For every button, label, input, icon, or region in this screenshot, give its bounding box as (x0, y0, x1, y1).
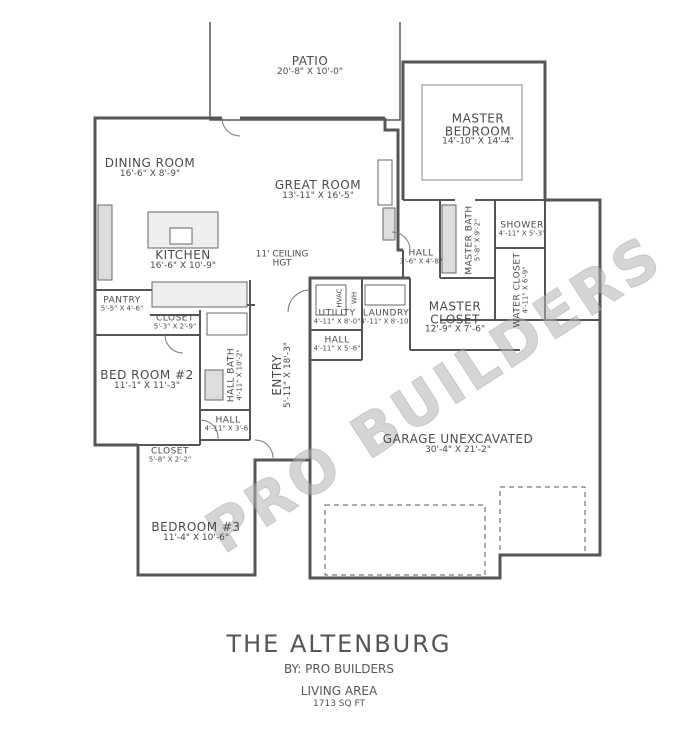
room-laundry: LAUNDRY 4'-11" X 8'-10" (360, 308, 412, 327)
room-dims: 5'-5" X 4'-6" (100, 305, 144, 314)
living-area-label: LIVING AREA (300, 684, 378, 698)
plan-title: THE ALTENBURG (226, 630, 452, 658)
room-dims: 4'-11" X 10'-2" (236, 349, 245, 401)
room-dims: 20'-8" X 10'-0" (277, 66, 343, 77)
room-kitchen: KITCHEN 16'-6" X 10'-9" (150, 249, 216, 271)
room-pantry: PANTRY 5'-5" X 4'-6" (100, 295, 144, 314)
room-water-closet: WATER CLOSET 4'-11" X 6'-9" (513, 252, 531, 327)
fireplace (377, 159, 393, 206)
room-name: MASTER CLOSET (428, 299, 482, 327)
room-name: HALL (324, 335, 350, 346)
room-name: SHOWER (500, 220, 544, 231)
room-name: HALL (408, 248, 434, 259)
room-garage: GARAGE UNEXCAVATED 30'-4" X 21'-2" (383, 433, 533, 455)
room-dims: 4'-11" X 5'-6" (313, 345, 361, 354)
living-area-value: 1713 SQ FT (313, 699, 365, 709)
room-master-closet: MASTER CLOSET 12'-9" X 7'-6" (420, 299, 490, 336)
room-name: DINING ROOM (104, 155, 196, 170)
vanity (204, 369, 224, 401)
equipment-name: HVAC (335, 288, 344, 308)
room-dims: 11'-4" X 10'-6" (163, 532, 229, 543)
note-line: HGT (272, 259, 292, 269)
room-master-bedroom: MASTER BEDROOM 14'-10" X 14'-4" (438, 111, 518, 148)
patio-outline (209, 22, 401, 121)
room-great-room: GREAT ROOM 13'-11" X 16'-5" (275, 179, 361, 201)
room-name: GREAT ROOM (274, 177, 362, 192)
bedroom3-wall (136, 445, 310, 577)
room-dining: DINING ROOM 16'-6" X 8'-9" (105, 157, 195, 179)
room-name: MASTER BEDROOM (444, 111, 512, 139)
ceiling-note: 11' CEILING HGT (255, 249, 309, 270)
room-name: PANTRY (103, 295, 141, 306)
room-dims: 4'-11" X 8'-10" (360, 318, 412, 327)
room-dims: 4'-11" X 5'-3" (498, 230, 546, 239)
room-bedroom-2: BED ROOM #2 11'-1" X 11'-3" (100, 369, 193, 391)
room-hall-bath: HALL BATH 4'-11" X 10'-2" (227, 348, 245, 402)
room-master-bath: MASTER BATH 5'-8" X 9'-2" (465, 205, 483, 274)
room-dims: 5'-8" X 9'-2" (474, 218, 483, 262)
wh-label: WH (344, 292, 361, 304)
equipment-name: WH (350, 291, 359, 305)
room-dims: 4'-11" X 6'-9" (522, 266, 531, 314)
room-hall-utility: HALL 4'-11" X 5'-6" (313, 335, 361, 354)
kitchen-counter (97, 204, 113, 281)
room-patio: PATIO 20'-8" X 10'-0" (277, 55, 343, 77)
room-dims: 13'-11" X 16'-5" (282, 190, 354, 201)
room-hall-bed: HALL 4'-11" X 3'-6" (204, 415, 252, 434)
room-dims: 5'-11" X 18'-3" (282, 342, 293, 408)
room-dims: 5'-8" X 2'-2" (148, 456, 192, 465)
room-hall-master: HALL 3'-6" X 4'-8" (399, 248, 443, 267)
room-name: BEDROOM #3 (151, 519, 241, 534)
room-closet-bed3: CLOSET 5'-8" X 2'-2" (148, 446, 192, 465)
room-name: HALL (215, 415, 241, 426)
room-shower: SHOWER 4'-11" X 5'-3" (498, 220, 546, 239)
room-name: ENTRY (269, 354, 284, 396)
room-dims: 16'-6" X 8'-9" (119, 168, 181, 179)
note-line: 11' CEILING (255, 249, 309, 260)
room-dims: 5'-3" X 2'-9" (153, 323, 197, 332)
room-dims: 12'-9" X 7'-6" (424, 324, 486, 335)
room-name: UTILITY (318, 308, 356, 319)
room-dims: 4'-11" X 8'-0" (313, 318, 361, 327)
room-closet: CLOSET 5'-3" X 2'-9" (153, 313, 197, 332)
room-bedroom-3: BEDROOM #3 11'-4" X 10'-6" (151, 521, 240, 543)
room-name: BED ROOM #2 (100, 367, 194, 382)
garage-wall (308, 276, 602, 580)
room-dims: 16'-6" X 10'-9" (150, 260, 216, 271)
room-dims: 30'-4" X 21'-2" (425, 444, 491, 455)
room-name: LAUNDRY (362, 308, 410, 319)
room-name: CLOSET (151, 446, 189, 457)
room-dims: 4'-11" X 3'-6" (204, 425, 252, 434)
room-dims: 3'-6" X 4'-8" (399, 258, 443, 267)
room-name: GARAGE UNEXCAVATED (382, 431, 534, 446)
room-entry: ENTRY 5'-11" X 18'-3" (269, 342, 293, 408)
room-name: PATIO (291, 53, 329, 68)
room-utility: UTILITY 4'-11" X 8'-0" (313, 308, 361, 327)
room-name: KITCHEN (155, 247, 211, 262)
bathtub (206, 312, 248, 336)
plan-byline: BY: PRO BUILDERS (283, 662, 395, 676)
master-bedroom-wall (401, 60, 602, 320)
room-dims: 14'-10" X 14'-4" (442, 136, 514, 147)
room-name: CLOSET (156, 313, 194, 324)
exterior-wall-main (93, 116, 222, 447)
room-dims: 11'-1" X 11'-3" (114, 380, 180, 391)
